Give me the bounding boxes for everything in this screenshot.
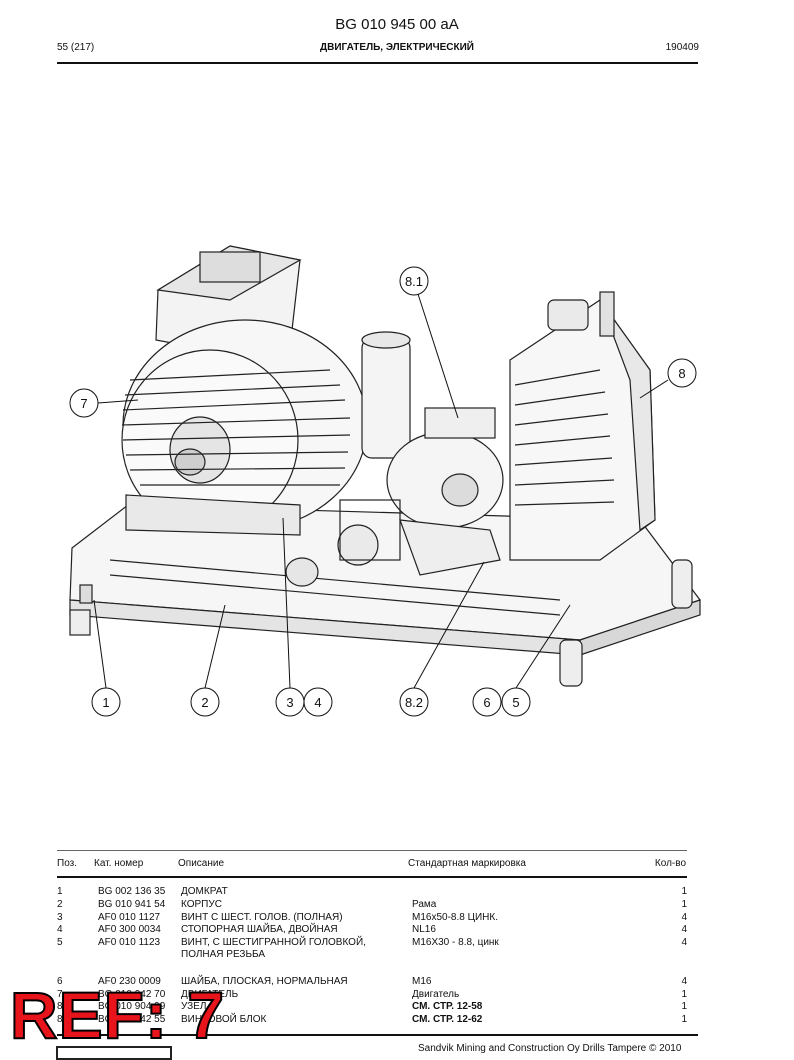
callout-circle-2 — [190, 687, 220, 717]
callout-circle-8 — [667, 358, 697, 388]
callout-label-4: 4 — [314, 695, 321, 710]
callout-label-7: 7 — [80, 396, 87, 411]
callout-leaders — [93, 293, 669, 689]
header-rule — [57, 62, 698, 64]
callout-label-2: 2 — [201, 695, 208, 710]
col-header-desc: Описание — [178, 858, 225, 869]
col-header-qty: Кол-во — [654, 858, 686, 869]
callout-circle-4 — [303, 687, 333, 717]
callout-circle-8-1 — [399, 266, 429, 296]
callout-label-8: 8 — [678, 366, 685, 381]
col-header-pos: Поз. — [57, 858, 77, 869]
footer-copyright: Sandvik Mining and Construction Oy Drill… — [418, 1043, 682, 1054]
callout-label-5: 5 — [512, 695, 519, 710]
callout-circle-5 — [501, 687, 531, 717]
callout-label-3: 3 — [286, 695, 293, 710]
callout-label-1: 1 — [102, 695, 109, 710]
footer-rule — [57, 1034, 698, 1036]
col-header-std: Стандартная маркировка — [408, 858, 526, 869]
table-header-rule — [57, 876, 687, 878]
callout-label-6: 6 — [483, 695, 490, 710]
callout-circles — [69, 266, 697, 717]
page-number: 55 (217) — [57, 42, 95, 53]
callout-circle-6 — [472, 687, 502, 717]
section-title: ДВИГАТЕЛЬ, ЭЛЕКТРИЧЕСКИЙ — [320, 42, 474, 53]
callout-label-8-1: 8.1 — [405, 274, 423, 289]
revision-date: 190409 — [665, 42, 699, 53]
machine-illustration — [69, 245, 701, 687]
callout-circle-8-2 — [399, 687, 429, 717]
ref-overlay-label: REF: 7 — [9, 978, 226, 1052]
callout-circle-1 — [91, 687, 121, 717]
document-number: BG 010 945 00 aA — [335, 16, 459, 33]
callout-circle-7 — [69, 388, 99, 418]
col-header-cat: Кат. номер — [94, 858, 144, 869]
callout-label-8-2: 8.2 — [405, 695, 423, 710]
table-top-rule — [57, 850, 687, 851]
